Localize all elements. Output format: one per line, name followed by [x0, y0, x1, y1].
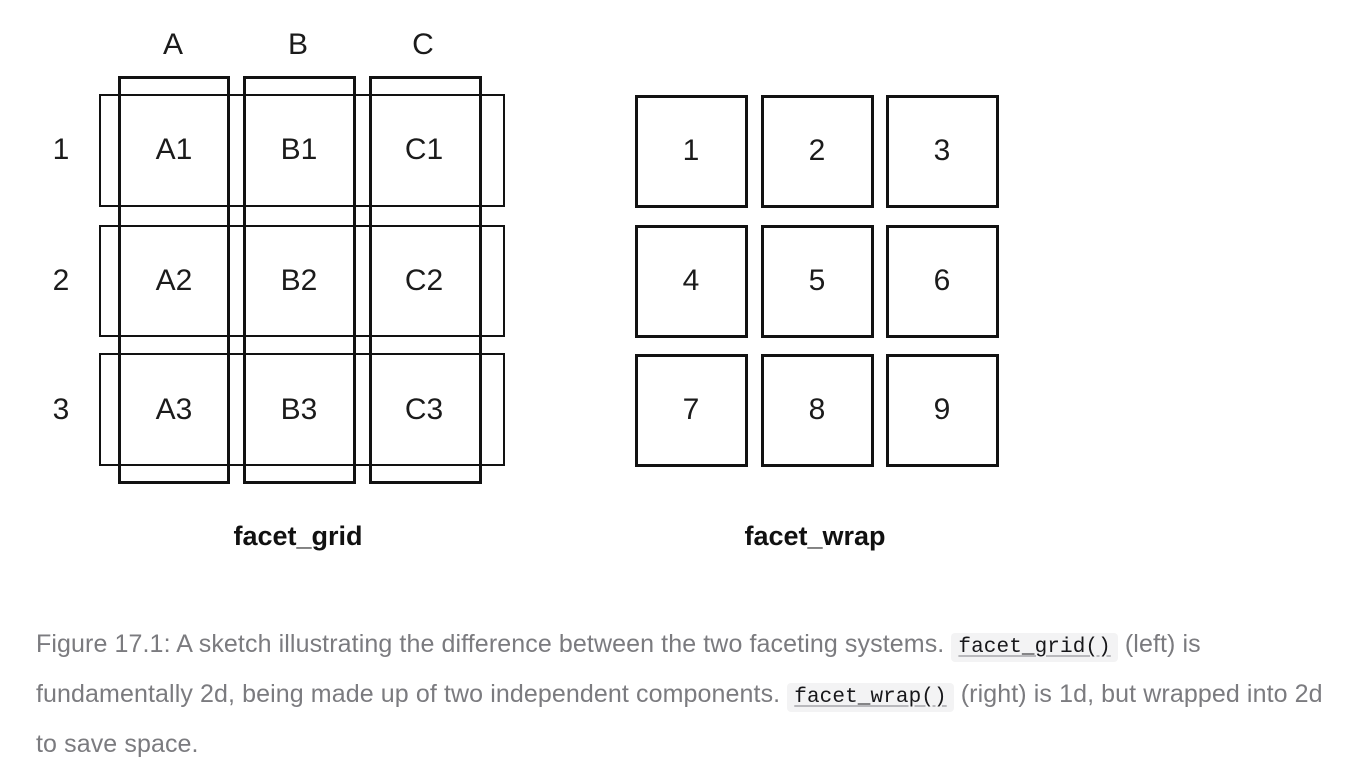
- facet-grid-cell-a1: A1: [155, 133, 193, 166]
- figure-caption: Figure 17.1: A sketch illustrating the d…: [36, 621, 1326, 767]
- facet-grid-row-header-2: 2: [52, 264, 70, 297]
- facet-wrap-panel-2: [761, 95, 874, 208]
- caption-code-facet-wrap[interactable]: facet_wrap(): [787, 683, 954, 712]
- facet-wrap-cell-6: 6: [933, 264, 951, 297]
- facet-wrap-cell-5: 5: [808, 264, 826, 297]
- facet-grid-column-rect-b: [243, 76, 356, 484]
- facet-grid-cell-c1: C1: [404, 133, 444, 166]
- figure-illustration: A B C 1 2 3 A1 B1 C1 A2 B2 C2 A3 B3 C3: [52, 28, 999, 551]
- figure-page: A B C 1 2 3 A1 B1 C1 A2 B2 C2 A3 B3 C3: [36, 28, 1323, 758]
- facet-wrap-cell-4: 4: [682, 264, 700, 297]
- facet-wrap-panel-7: [635, 354, 748, 467]
- facet-grid-row-rect-3: [99, 353, 505, 466]
- facet-wrap-panel-3: [886, 95, 999, 208]
- facet-wrap-panel-5: [761, 225, 874, 338]
- caption-text-part-1: Figure 17.1: A sketch illustrating the d…: [36, 630, 952, 658]
- facet-grid-cell-b3: B3: [280, 393, 318, 426]
- facet-wrap-title: facet_wrap: [744, 521, 886, 551]
- facet-grid-col-header-c: C: [412, 28, 434, 61]
- facet-grid-column-rect-a: [118, 76, 230, 484]
- facet-grid-row-rect-2: [99, 225, 505, 337]
- facet-wrap-cell-9: 9: [933, 393, 951, 426]
- facet-wrap-panel-4: [635, 225, 748, 338]
- facet-wrap-cell-8: 8: [808, 393, 826, 426]
- facet-grid-row-header-1: 1: [52, 133, 70, 166]
- facet-grid-cell-a3: A3: [155, 393, 193, 426]
- facet-grid-col-header-a: A: [162, 28, 184, 61]
- caption-text-part-2: (left) is fundamentally 2d, being made u…: [36, 630, 1201, 708]
- facet-wrap-cell-7: 7: [682, 393, 700, 426]
- facet-grid-row-rect-1: [99, 94, 505, 207]
- facet-grid-column-rect-c: [369, 76, 482, 484]
- facet-grid-col-header-b: B: [287, 28, 309, 61]
- facet-wrap-panel-6: [886, 225, 999, 338]
- facet-wrap-panel-9: [886, 354, 999, 467]
- facet-grid-cell-c3: C3: [404, 393, 444, 426]
- facet-wrap-panel-1: [635, 95, 748, 208]
- facet-grid-cell-c2: C2: [404, 264, 444, 297]
- facet-wrap-panel-8: [761, 354, 874, 467]
- facet-wrap-cell-2: 2: [808, 134, 826, 167]
- facet-grid-title: facet_grid: [233, 521, 363, 551]
- facet-grid-cell-b1: B1: [280, 133, 318, 166]
- facet-wrap-cell-3: 3: [933, 134, 951, 167]
- facet-grid-cell-a2: A2: [155, 264, 193, 297]
- facet-grid-row-header-3: 3: [52, 393, 70, 426]
- caption-code-facet-grid[interactable]: facet_grid(): [951, 633, 1118, 662]
- facet-wrap-cell-1: 1: [682, 134, 700, 167]
- facet-grid-cell-b2: B2: [280, 264, 318, 297]
